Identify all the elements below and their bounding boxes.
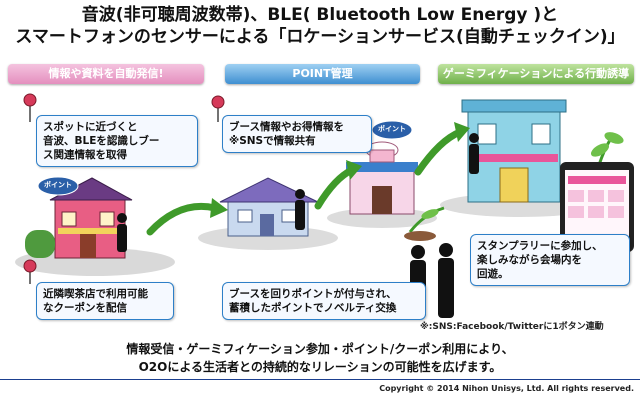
callout-spot-detection: スポットに近づくと 音波、BLEを認識しブー ス関連情報を取得 <box>36 115 198 167</box>
callout-text: ※SNSで情報共有 <box>229 135 316 147</box>
point-badge-icon <box>37 176 79 196</box>
callout-text: スポットに近づくと <box>43 121 138 133</box>
person-silhouette-illustration <box>438 243 454 318</box>
house-pink-illustration <box>25 177 133 259</box>
flow-arrow-icon <box>146 198 228 236</box>
cake-shop-illustration <box>346 141 418 215</box>
page-title: 音波(非可聴周波数帯)、BLE( Bluetooth Low Energy )と… <box>0 4 640 48</box>
section-band-point-management: POINT管理 <box>225 64 420 84</box>
callout-text: ス関連情報を取得 <box>43 149 127 161</box>
flow-arrow-icon <box>414 122 470 176</box>
footer-divider <box>0 379 640 380</box>
title-line-2: スマートフォンのセンサーによる「ロケーションサービス(自動チェックイン)」 <box>15 27 625 47</box>
flow-arrow-icon <box>314 160 362 210</box>
location-pin-icon <box>23 93 37 122</box>
person-silhouette-illustration <box>469 133 479 174</box>
callout-text: 蓄積したポイントでノベルティ交換 <box>229 302 397 314</box>
section-band-gamification: ゲーミフィケーションによる行動誘導 <box>438 64 634 84</box>
callout-booth-info: ブース情報やお得情報を ※SNSで情報共有 <box>222 115 372 153</box>
callout-text: 音波、BLEを認識しブー <box>43 135 160 147</box>
point-badge-label: ポイント <box>378 125 406 133</box>
callout-cafe-coupon: 近隣喫茶店で利用可能 なクーポンを配信 <box>36 282 174 320</box>
callout-text: なクーポンを配信 <box>43 302 127 314</box>
copyright-text: Copyright © 2014 Nihon Unisys, Ltd. All … <box>379 384 634 393</box>
callout-points-exchange: ブースを回りポイントが付与され、 蓄積したポイントでノベルティ交換 <box>222 282 426 320</box>
callout-text: 近隣喫茶店で利用可能 <box>43 288 148 300</box>
callout-text: スタンプラリーに参加し、 <box>477 240 603 252</box>
point-badge-label: ポイント <box>44 181 72 189</box>
section-band-auto-send: 情報や資料を自動発信! <box>8 64 204 84</box>
callout-stamp-rally: スタンプラリーに参加し、 楽しみながら会場内を 回遊。 <box>470 234 630 286</box>
callout-text: ブース情報やお得情報を <box>229 121 344 133</box>
footer-line-1: 情報受信・ゲーミフィケーション参加・ポイント/クーポン利用により、 <box>126 342 514 356</box>
title-line-1: 音波(非可聴周波数帯)、BLE( Bluetooth Low Energy )と <box>81 5 559 25</box>
callout-text: ブースを回りポイントが付与され、 <box>229 288 397 300</box>
footer-line-2: O2Oによる生活者との持続的なリレーションの可能性を広げます。 <box>138 360 502 374</box>
person-silhouette-illustration <box>295 189 305 230</box>
smartphone-icon <box>560 162 634 252</box>
person-silhouette-illustration <box>117 213 127 252</box>
callout-text: 楽しみながら会場内を <box>477 254 582 266</box>
building-right-illustration <box>461 99 567 203</box>
location-pin-icon <box>23 259 37 284</box>
location-pin-icon <box>211 95 225 122</box>
house-blue-illustration <box>219 177 319 237</box>
callout-text: 回遊。 <box>477 268 509 280</box>
point-badge-icon <box>371 120 413 140</box>
sns-note: ※:SNS:Facebook/Twitterに1ボタン連動 <box>420 322 604 332</box>
